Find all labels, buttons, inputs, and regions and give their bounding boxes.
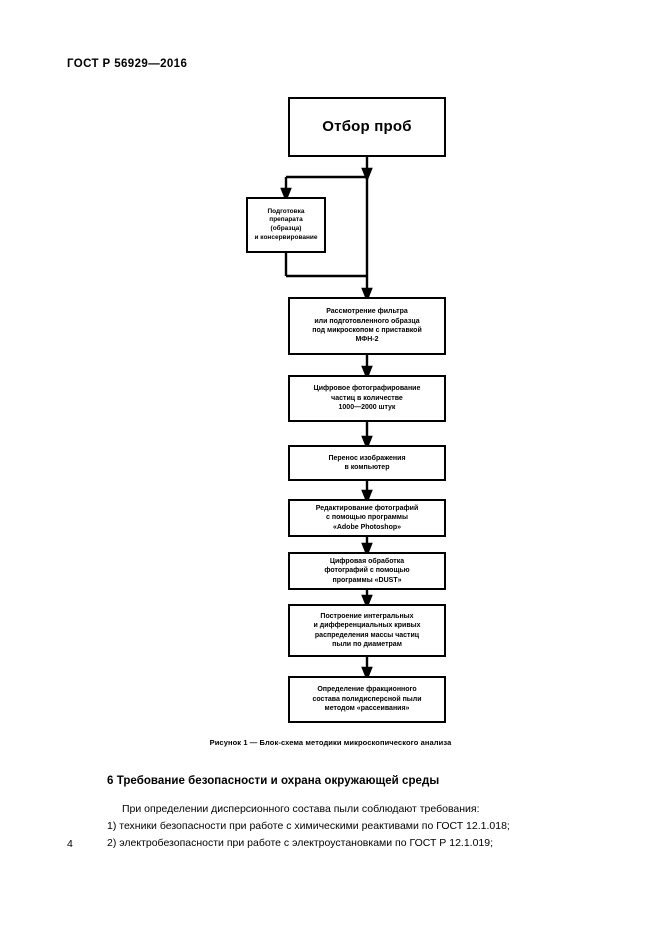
arrowhead-curves-in (361, 594, 373, 610)
body-line: 1) техники безопасности при работе с хим… (107, 820, 510, 832)
flowchart-node-sample-preparation-label: Подготовка препарата (образца) и консерв… (254, 207, 318, 241)
flowchart-node-distribution-curves-label: Построение интегральных и дифференциальн… (313, 612, 421, 648)
arrowhead-dust-in (361, 542, 373, 558)
flowchart-node-fraction-determination-label: Определение фракционного состава полидис… (312, 686, 422, 713)
flowchart-node-digital-photography: Цифровое фотографирование частиц в колич… (288, 375, 446, 422)
arrowhead-prep-in (280, 187, 292, 203)
flowchart-diagram: Отбор проб Подготовка препарата (образца… (246, 97, 446, 723)
arrowhead-fraction-in (361, 666, 373, 682)
section-heading-6: 6 Требование безопасности и охрана окруж… (107, 775, 440, 787)
flowchart-node-sampling-label: Отбор проб (322, 118, 412, 135)
flowchart-node-microscope-examination: Рассмотрение фильтра или подготовленного… (288, 297, 446, 355)
arrowhead-trunk-junction-1 (361, 167, 373, 183)
figure-caption: Рисунок 1 — Блок-схема методики микроско… (209, 738, 452, 747)
flowchart-node-microscope-examination-label: Рассмотрение фильтра или подготовленного… (312, 308, 422, 344)
flowchart-node-dust-processing: Цифровая обработка фотографий с помощью … (288, 552, 446, 590)
flowchart-node-image-transfer: Перенос изображения в компьютер (288, 445, 446, 481)
arrowhead-photoshop-in (361, 489, 373, 505)
document-header-standard-number: ГОСТ Р 56929—2016 (67, 58, 188, 70)
flowchart-node-sampling: Отбор проб (288, 97, 446, 157)
flowchart-connectors (280, 157, 373, 682)
section-body-text: При определении дисперсионного состава п… (107, 801, 577, 852)
arrowhead-microscope-in (361, 287, 373, 303)
flowchart-node-photoshop-editing: Редактирование фотографий с помощью прог… (288, 499, 446, 537)
flowchart-node-photoshop-editing-label: Редактирование фотографий с помощью прог… (315, 504, 419, 531)
page-number: 4 (67, 838, 73, 850)
body-line: При определении дисперсионного состава п… (122, 803, 480, 815)
flowchart-node-fraction-determination: Определение фракционного состава полидис… (288, 676, 446, 723)
flowchart-node-image-transfer-label: Перенос изображения в компьютер (328, 454, 406, 471)
flowchart-node-sample-preparation: Подготовка препарата (образца) и консерв… (246, 197, 326, 253)
flowchart-node-distribution-curves: Построение интегральных и дифференциальн… (288, 604, 446, 657)
arrowhead-photo-in (361, 365, 373, 381)
arrowhead-transfer-in (361, 435, 373, 451)
body-line: 2) электробезопасности при работе с элек… (107, 837, 494, 849)
flowchart-node-dust-processing-label: Цифровая обработка фотографий с помощью … (324, 557, 410, 584)
flowchart-node-digital-photography-label: Цифровое фотографирование частиц в колич… (313, 385, 421, 412)
